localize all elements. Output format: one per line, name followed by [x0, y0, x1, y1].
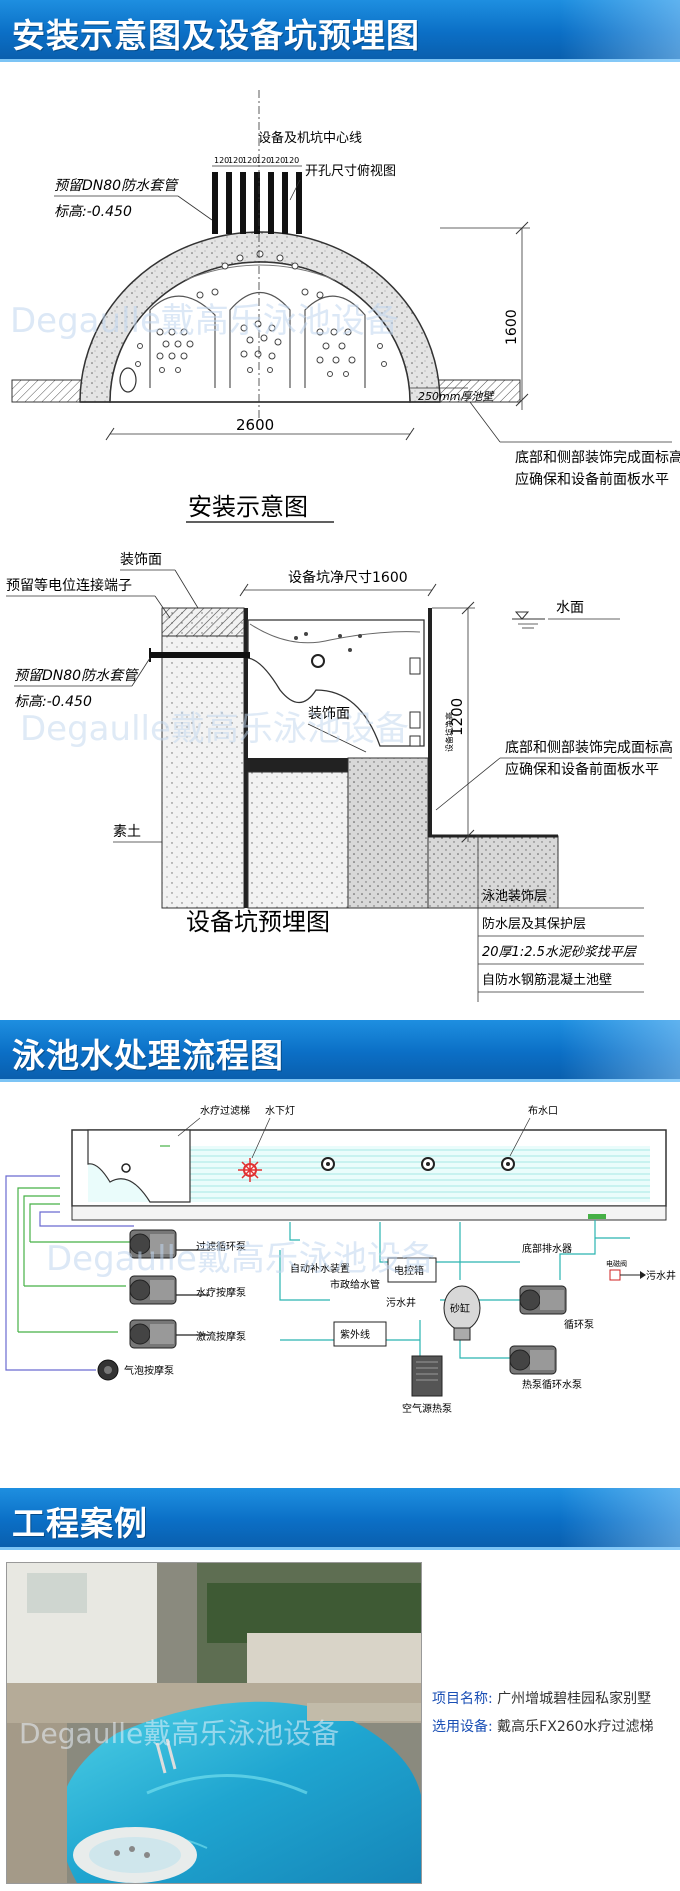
section-title-cases: 工程案例	[12, 1504, 148, 1543]
main-drain-label: 底部排水器	[522, 1242, 572, 1255]
pump-circulation	[519, 1285, 567, 1315]
banner-highlight	[560, 1020, 680, 1082]
watermark-2: Degaulle戴高乐泳池设备	[20, 709, 409, 749]
drain-well-label: 污水井	[386, 1296, 416, 1309]
wall-label: 250mm厚池壁	[418, 390, 495, 403]
height-dim: 1600	[504, 309, 520, 345]
sand-filter-icon	[443, 1285, 481, 1341]
pump-jet-massage	[129, 1319, 177, 1349]
equipment-line: 选用设备: 戴高乐FX260水疗过滤梯	[432, 1713, 677, 1741]
pit-caption: 设备坑预埋图	[186, 908, 330, 936]
pit-note-2: 应确保和设备前面板水平	[505, 761, 659, 778]
section-banner-cases: 工程案例	[0, 1488, 680, 1550]
flow-inlet-label: 布水口	[528, 1105, 558, 1117]
sleeve-pipes	[212, 172, 302, 234]
pump-label-2: 水疗按摩泵	[196, 1286, 246, 1299]
install-diagram: 120 120 120 120 120 120 设备及机坑中心线 开孔尺寸俯视图…	[10, 90, 680, 523]
pump-label-5: 循环泵	[564, 1318, 594, 1331]
spa-unit-outline	[247, 619, 425, 747]
watermark-3: Degaulle戴高乐泳池设备	[46, 1239, 435, 1279]
pit-elev-label: 标高:-0.450	[14, 694, 92, 710]
install-caption: 安装示意图	[188, 493, 308, 521]
install-note-1: 底部和侧部装饰完成面标高	[515, 449, 680, 466]
project-line: 项目名称: 广州增城碧桂园私家别墅	[432, 1685, 677, 1713]
dim-label-1: 120	[214, 156, 229, 165]
blower-bubble-massage	[97, 1359, 119, 1381]
dim-label-6: 120	[284, 156, 299, 165]
flow-spa-unit	[87, 1129, 191, 1203]
depth-dim: 1200	[448, 698, 466, 736]
pump-filter-circulation	[129, 1229, 177, 1259]
pit-size-label: 设备坑净尺寸1600	[288, 569, 408, 586]
water-level-label: 水面	[556, 600, 584, 616]
project-key: 项目名称:	[432, 1691, 493, 1707]
section-title-flow: 泳池水处理流程图	[12, 1036, 284, 1075]
valve-icon	[609, 1269, 621, 1281]
pit-sleeve-label: 预留DN80防水套管	[14, 668, 139, 684]
install-note-2: 应确保和设备前面板水平	[515, 471, 669, 488]
layer-1: 泳池装饰层	[482, 889, 547, 904]
elevation-label: 标高:-0.450	[54, 204, 132, 220]
uv-label: 紫外线	[340, 1328, 370, 1341]
pump-label-4: 气泡按摩泵	[124, 1364, 174, 1377]
deco-label: 装饰面	[120, 552, 162, 568]
banner-highlight	[560, 1488, 680, 1550]
dim-label-2: 120	[228, 156, 243, 165]
section-title-install: 安装示意图及设备坑预埋图	[12, 16, 420, 55]
deco2-label: 装饰面	[308, 706, 350, 722]
pit-floor-soil	[247, 771, 349, 909]
watermark-1: Degaulle戴高乐泳池设备	[10, 301, 399, 341]
case-photo-art: Degaulle戴高乐泳池设备	[7, 1563, 421, 1883]
case-info: 项目名称: 广州增城碧桂园私家别墅 选用设备: 戴高乐FX260水疗过滤梯	[432, 1685, 677, 1741]
control-box	[387, 1257, 437, 1283]
flow-filter-label: 水疗过滤梯	[200, 1104, 250, 1117]
valve-label: 电磁阀	[606, 1259, 627, 1268]
pump-spa-massage	[129, 1275, 177, 1305]
layer-4: 自防水钢筋混凝土池壁	[482, 972, 612, 988]
control-box-label: 电控箱	[394, 1264, 424, 1277]
right-ground	[427, 835, 559, 909]
deco-cap	[161, 607, 245, 637]
dim-label-5: 120	[270, 156, 285, 165]
pool-wall	[347, 757, 429, 909]
uv-box	[333, 1321, 387, 1347]
equipment-key: 选用设备:	[432, 1719, 493, 1735]
equipment-value: 戴高乐FX260水疗过滤梯	[497, 1719, 654, 1735]
terminal-label: 预留等电位连接端子	[6, 577, 132, 594]
centerline-label: 设备及机坑中心线	[258, 130, 362, 146]
heat-pump-icon	[411, 1355, 443, 1397]
pit-diagram: 设备坑净尺寸1600 1200 设备坑净高 水面 装饰面 预留等电位连接端子 预…	[6, 552, 673, 1002]
section-banner-install: 安装示意图及设备坑预埋图	[0, 0, 680, 62]
sleeve-label: 预留DN80防水套管	[54, 178, 179, 194]
pump-label-1: 过滤循环泵	[196, 1240, 246, 1253]
jet-array	[135, 250, 387, 377]
depth-dim-label: 设备坑净高	[444, 712, 454, 752]
soil-label: 素土	[113, 824, 141, 840]
banner-highlight	[560, 0, 680, 62]
pump-label-3: 激流按摩泵	[196, 1330, 246, 1343]
sleeve-pipe	[150, 652, 250, 658]
case-photo: Degaulle戴高乐泳池设备	[6, 1562, 422, 1884]
underwater-light-icon	[238, 1158, 262, 1182]
pump-label-6: 热泵循环水泵	[522, 1378, 582, 1391]
sand-filter-label: 砂缸	[450, 1302, 470, 1315]
heat-pump-label: 空气源热泵	[402, 1402, 452, 1415]
city-water-label: 市政给水管	[330, 1278, 380, 1291]
dim-label-3: 120	[242, 156, 257, 165]
flow-light-label: 水下灯	[265, 1105, 295, 1117]
auto-fill-label: 自动补水装置	[290, 1262, 350, 1275]
to-drain-label: 污水井	[646, 1269, 676, 1282]
pit-note-1: 底部和侧部装饰完成面标高	[505, 739, 673, 756]
flow-diagram: 水疗过滤梯 水下灯 布水口 过滤循环泵	[5, 1104, 676, 1415]
section-banner-flow: 泳池水处理流程图	[0, 1020, 680, 1082]
top-view-label: 开孔尺寸俯视图	[305, 163, 396, 179]
layer-2: 防水层及其保护层	[482, 916, 586, 932]
pump-heat-circulation	[509, 1345, 557, 1375]
dim-label-4: 120	[256, 156, 271, 165]
project-value: 广州增城碧桂园私家别墅	[497, 1691, 652, 1707]
layer-3: 20厚1:2.5水泥砂浆找平层	[482, 945, 638, 960]
watermark-photo: Degaulle戴高乐泳池设备	[19, 1717, 339, 1750]
width-dim: 2600	[236, 416, 274, 434]
